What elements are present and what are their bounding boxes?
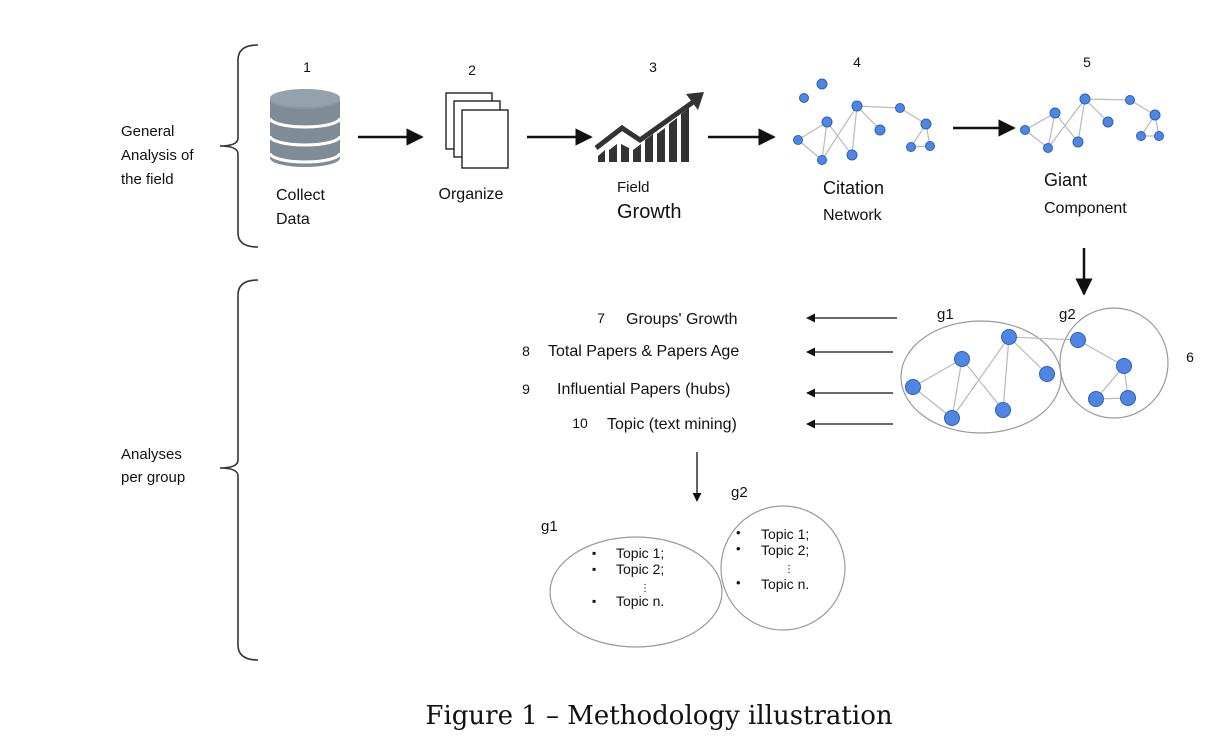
topics-g1-bullet-2: ▪ [592, 562, 596, 576]
topics-g1-ellipsis: ⋮ [640, 583, 650, 594]
growth-chart-icon [594, 92, 704, 162]
topics-g1-item-3: Topic n. [616, 593, 664, 609]
analysis-10-number: 10 [572, 415, 588, 431]
citation-network-icon [793, 78, 935, 165]
step-1-label-line2: Data [276, 211, 310, 228]
giant-component-icon [1020, 93, 1164, 153]
step-1-number: 1 [303, 59, 311, 75]
groups-graph [900, 307, 1169, 434]
documents-icon [445, 92, 509, 169]
analysis-7-number: 7 [597, 310, 605, 326]
topics-g2-item-2: Topic 2; [761, 542, 809, 558]
topics-g2-label: g2 [731, 484, 748, 501]
topics-g2-item-3: Topic n. [761, 576, 809, 592]
step-1-label-line1: Collect [276, 187, 325, 204]
topics-g1-item-2: Topic 2; [616, 561, 664, 577]
topics-g2-bullet-1: • [736, 525, 741, 540]
topics-g2-item-1: Topic 1; [761, 526, 809, 542]
analysis-9-number: 9 [522, 381, 530, 397]
step-2-number: 2 [468, 62, 476, 78]
general-analysis-label-line1: General [121, 123, 174, 140]
step-3-label-line1: Field [617, 179, 650, 196]
step-4-label-line2: Network [823, 207, 883, 224]
step-2-label: Organize [439, 186, 504, 203]
step-3-number: 3 [649, 59, 657, 75]
group-analysis-bracket [219, 279, 259, 661]
group-g2-ellipse [1059, 307, 1169, 419]
topics-g2-bullet-3: • [736, 575, 741, 590]
group-g1-ellipse [900, 320, 1062, 434]
analysis-10-label: Topic (text mining) [607, 416, 737, 433]
step-5-label-line2: Component [1044, 200, 1127, 217]
general-analysis-bracket [219, 44, 259, 248]
topics-g2-ellipse [720, 505, 846, 631]
topics-g1-bullet-3: ▪ [592, 594, 596, 608]
database-icon [268, 89, 342, 167]
figure-caption: Figure 1 – Methodology illustration [425, 701, 892, 731]
group-g2-label: g2 [1059, 306, 1076, 323]
general-analysis-label-line2: Analysis of [121, 147, 194, 164]
step-5-number: 5 [1083, 54, 1091, 70]
topics-g2-bullet-2: • [736, 541, 741, 556]
step-3-label-line2: Growth [617, 201, 681, 223]
step-4-label-line1: Citation [823, 178, 884, 198]
analysis-7-label: Groups' Growth [626, 311, 738, 328]
topics-g1-ellipse [549, 536, 723, 648]
topics-g1-label: g1 [541, 518, 558, 535]
step-4-number: 4 [853, 54, 861, 70]
analysis-9-label: Influential Papers (hubs) [557, 381, 730, 398]
general-analysis-label-line3: the field [121, 171, 174, 188]
group-g1-label: g1 [937, 306, 954, 323]
group-analysis-label-line1: Analyses [121, 446, 182, 463]
step-5-label-line1: Giant [1044, 170, 1087, 190]
step-6-number: 6 [1186, 349, 1194, 365]
group-analysis-label-line2: per group [121, 469, 185, 486]
topics-g1-bullet-1: ▪ [592, 546, 596, 560]
analysis-8-number: 8 [522, 343, 530, 359]
topics-g1-item-1: Topic 1; [616, 545, 664, 561]
topics-g2-ellipsis: ⋮ [784, 564, 794, 575]
analysis-8-label: Total Papers & Papers Age [548, 343, 739, 360]
